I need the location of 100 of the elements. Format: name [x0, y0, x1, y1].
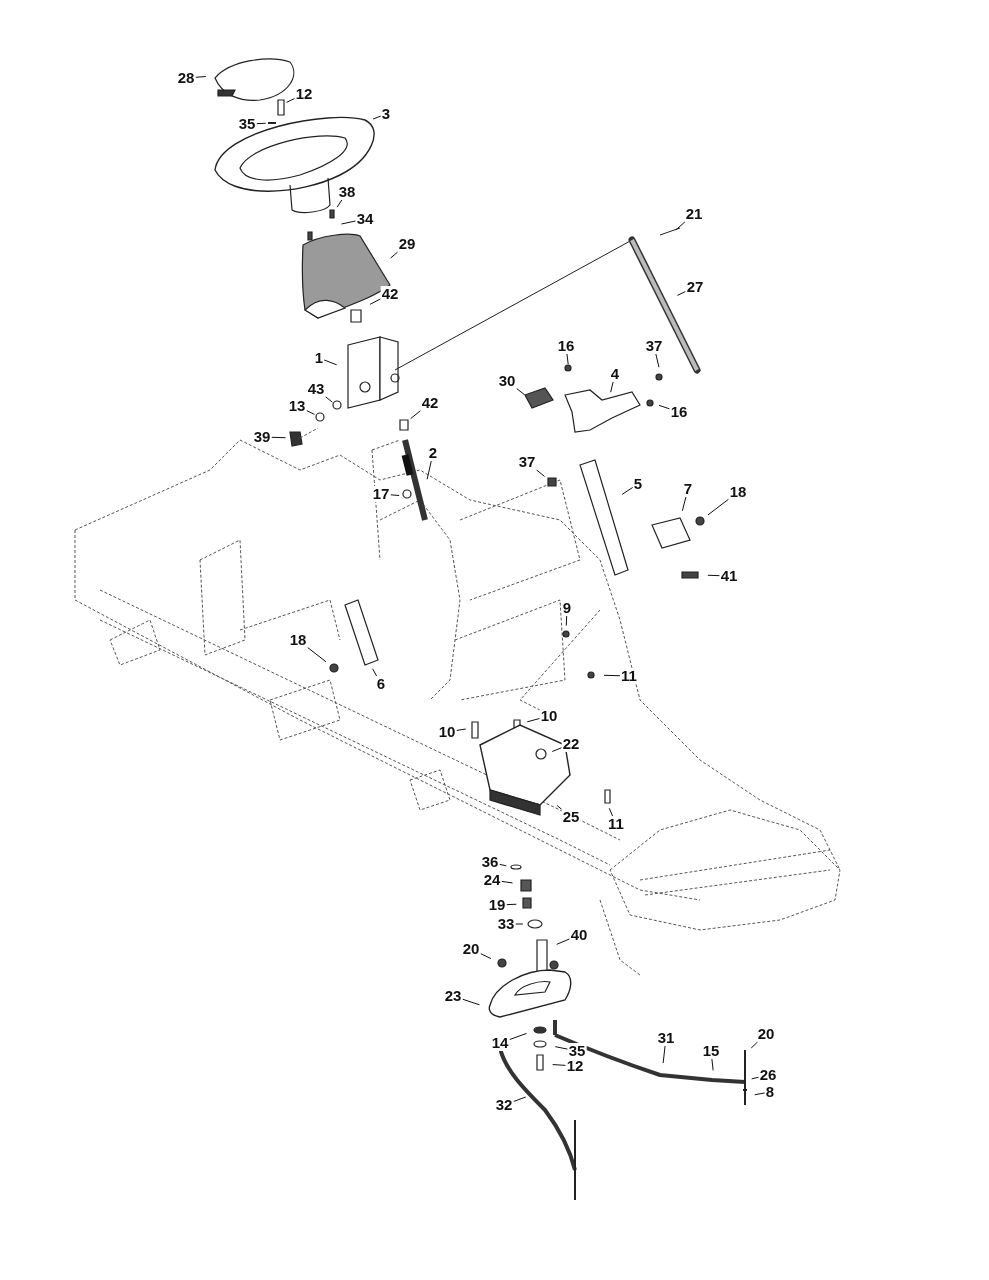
callout-number: 20: [461, 941, 481, 957]
leader-line: [508, 1032, 528, 1041]
callout-number: 30: [497, 373, 517, 389]
callout-number: 7: [682, 481, 694, 497]
leader-line: [535, 469, 546, 477]
leader-line: [410, 410, 422, 420]
callout-number: 12: [294, 86, 314, 102]
leader-line: [455, 728, 467, 731]
callout-number: 43: [306, 381, 326, 397]
callout-number: 18: [288, 632, 308, 648]
leader-line: [711, 1058, 714, 1071]
leader-line: [505, 903, 517, 906]
leader-line: [500, 880, 514, 884]
leader-line: [194, 76, 207, 78]
callout-number: 38: [337, 184, 357, 200]
leader-line: [675, 221, 686, 231]
callout-number: 4: [609, 366, 621, 382]
leader-line: [306, 646, 327, 663]
leader-line: [369, 298, 382, 305]
callout-number: 35: [567, 1043, 587, 1059]
leader-line: [551, 747, 563, 752]
leader-line: [566, 353, 569, 365]
callout-number: 36: [480, 854, 500, 870]
callout-number: 40: [569, 927, 589, 943]
callout-number: 21: [684, 206, 704, 222]
leader-line: [270, 436, 287, 439]
leader-line: [754, 1092, 766, 1096]
leader-line: [515, 387, 526, 396]
leader-line: [556, 805, 563, 810]
callout-number: 29: [397, 236, 417, 252]
leader-line: [461, 998, 480, 1006]
callout-number: 27: [685, 279, 705, 295]
leader-line: [608, 807, 614, 817]
callout-number: 13: [287, 398, 307, 414]
leader-line: [707, 498, 730, 516]
callout-number: 33: [496, 916, 516, 932]
leader-line: [750, 1041, 759, 1049]
callout-number: 8: [764, 1084, 776, 1100]
callout-number: 42: [420, 395, 440, 411]
leader-line: [372, 115, 382, 120]
callout-number: 1: [313, 350, 325, 366]
leader-line: [526, 718, 541, 723]
leader-line: [655, 353, 660, 368]
callout-number: 17: [371, 486, 391, 502]
leader-line: [552, 1064, 567, 1066]
leader-line: [751, 1076, 760, 1080]
callout-number: 26: [758, 1067, 778, 1083]
leader-line: [426, 460, 432, 480]
callout-number: 2: [427, 445, 439, 461]
callout-number: 15: [701, 1043, 721, 1059]
callout-number: 5: [632, 476, 644, 492]
callout-number: 42: [380, 286, 400, 302]
leader-line: [658, 404, 671, 410]
callout-number: 39: [252, 429, 272, 445]
callout-number: 37: [517, 454, 537, 470]
callout-number: 18: [728, 484, 748, 500]
callout-number: 11: [607, 816, 625, 832]
leader-line: [514, 923, 524, 925]
callout-number: 19: [487, 897, 507, 913]
leader-line: [389, 494, 400, 496]
leader-line: [610, 381, 614, 393]
leader-line: [336, 199, 343, 208]
leader-line: [512, 1096, 527, 1103]
leader-line: [479, 953, 492, 960]
callout-number: 25: [561, 809, 581, 825]
leader-line: [621, 486, 634, 495]
leader-line: [340, 220, 357, 225]
leader-line: [390, 251, 399, 259]
leader-line: [498, 863, 507, 867]
callout-number: 11: [620, 668, 638, 684]
callout-number: 28: [176, 70, 196, 86]
callout-number: 20: [756, 1026, 776, 1042]
callout-number: 23: [443, 988, 463, 1004]
callout-number: 37: [644, 338, 664, 354]
callout-number: 14: [490, 1035, 510, 1051]
callout-number: 34: [355, 211, 375, 227]
leader-line: [662, 1045, 666, 1064]
callout-number: 10: [437, 724, 457, 740]
leader-line: [556, 938, 571, 945]
callout-number: 41: [719, 568, 739, 584]
callout-number: 10: [539, 708, 559, 724]
leader-line: [603, 674, 621, 677]
leader-line: [372, 668, 378, 677]
leader-line: [565, 615, 568, 627]
callout-number: 6: [375, 676, 387, 692]
callout-number: 24: [482, 872, 502, 888]
callout-number: 16: [556, 338, 576, 354]
callout-number: 35: [237, 116, 257, 132]
leader-line: [324, 396, 333, 403]
callout-number: 16: [669, 404, 689, 420]
leader-line: [554, 1046, 569, 1050]
callout-number: 12: [565, 1058, 585, 1074]
callout-number: 9: [561, 600, 573, 616]
leader-line: [323, 359, 338, 366]
leader-line: [285, 97, 296, 103]
leader-line: [707, 574, 721, 577]
leader-line: [305, 409, 316, 415]
callout-number: 3: [380, 106, 392, 122]
callout-number: 32: [494, 1097, 514, 1113]
leader-line: [255, 122, 267, 125]
